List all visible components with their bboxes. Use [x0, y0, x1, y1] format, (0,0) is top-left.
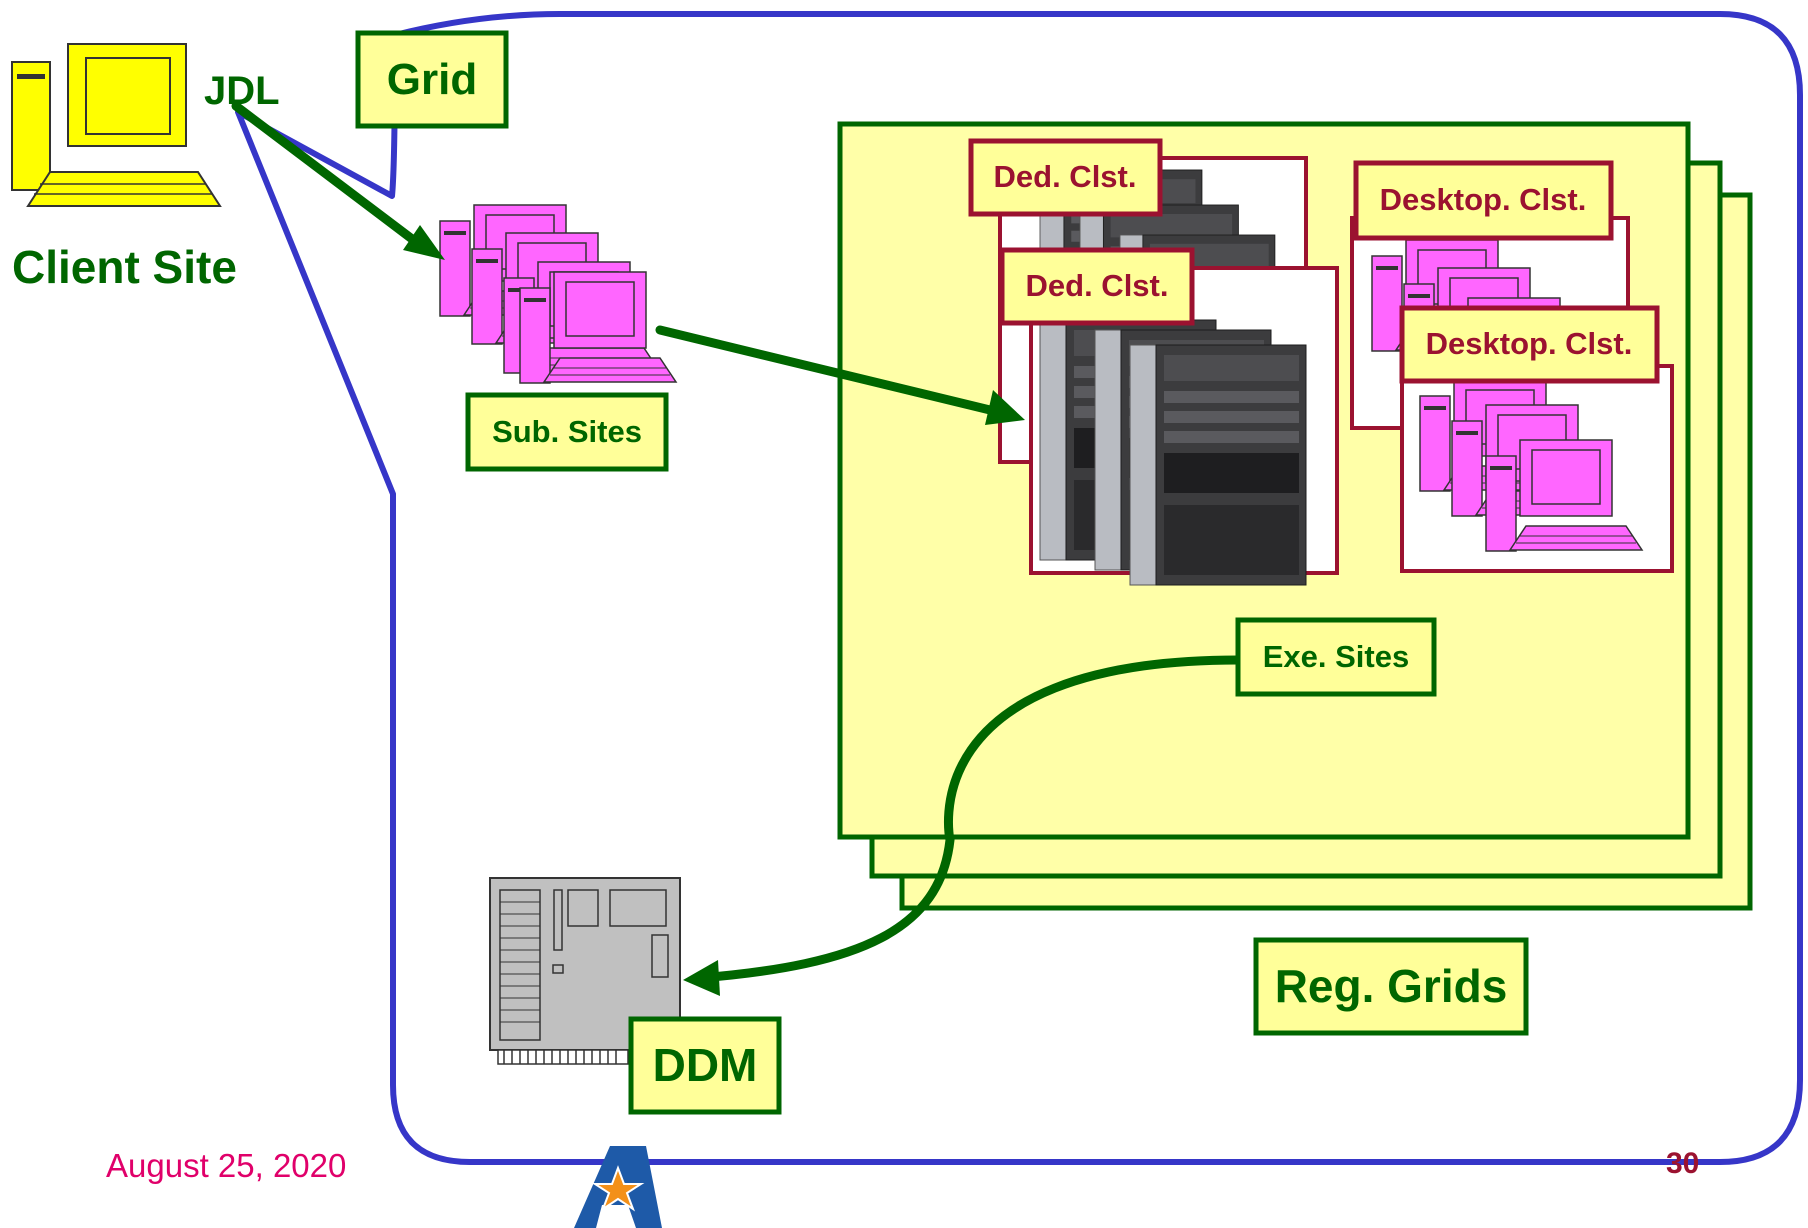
footer-page-number: 30 [1666, 1147, 1699, 1181]
ddm-label: DDM [653, 1039, 758, 1091]
exe-sites-label: Exe. Sites [1263, 639, 1409, 674]
client-computer-icon [12, 44, 220, 206]
sub-sites-label: Sub. Sites [492, 414, 642, 449]
ded-clst-label-1: Ded. Clst. [994, 159, 1137, 194]
grid-label: Grid [387, 55, 477, 104]
reg-grids-label: Reg. Grids [1275, 960, 1508, 1012]
desktop-clst-label-1: Desktop. Clst. [1380, 182, 1587, 217]
client-site-label: Client Site [12, 241, 237, 293]
desktop-clst-label-2: Desktop. Clst. [1426, 326, 1633, 361]
jdl-label: JDL [204, 69, 280, 113]
server-rack-icon [1130, 345, 1306, 585]
desktop-cluster-2 [1402, 366, 1672, 571]
ded-clst-label-2: Ded. Clst. [1026, 268, 1169, 303]
footer-date: August 25, 2020 [106, 1147, 346, 1185]
